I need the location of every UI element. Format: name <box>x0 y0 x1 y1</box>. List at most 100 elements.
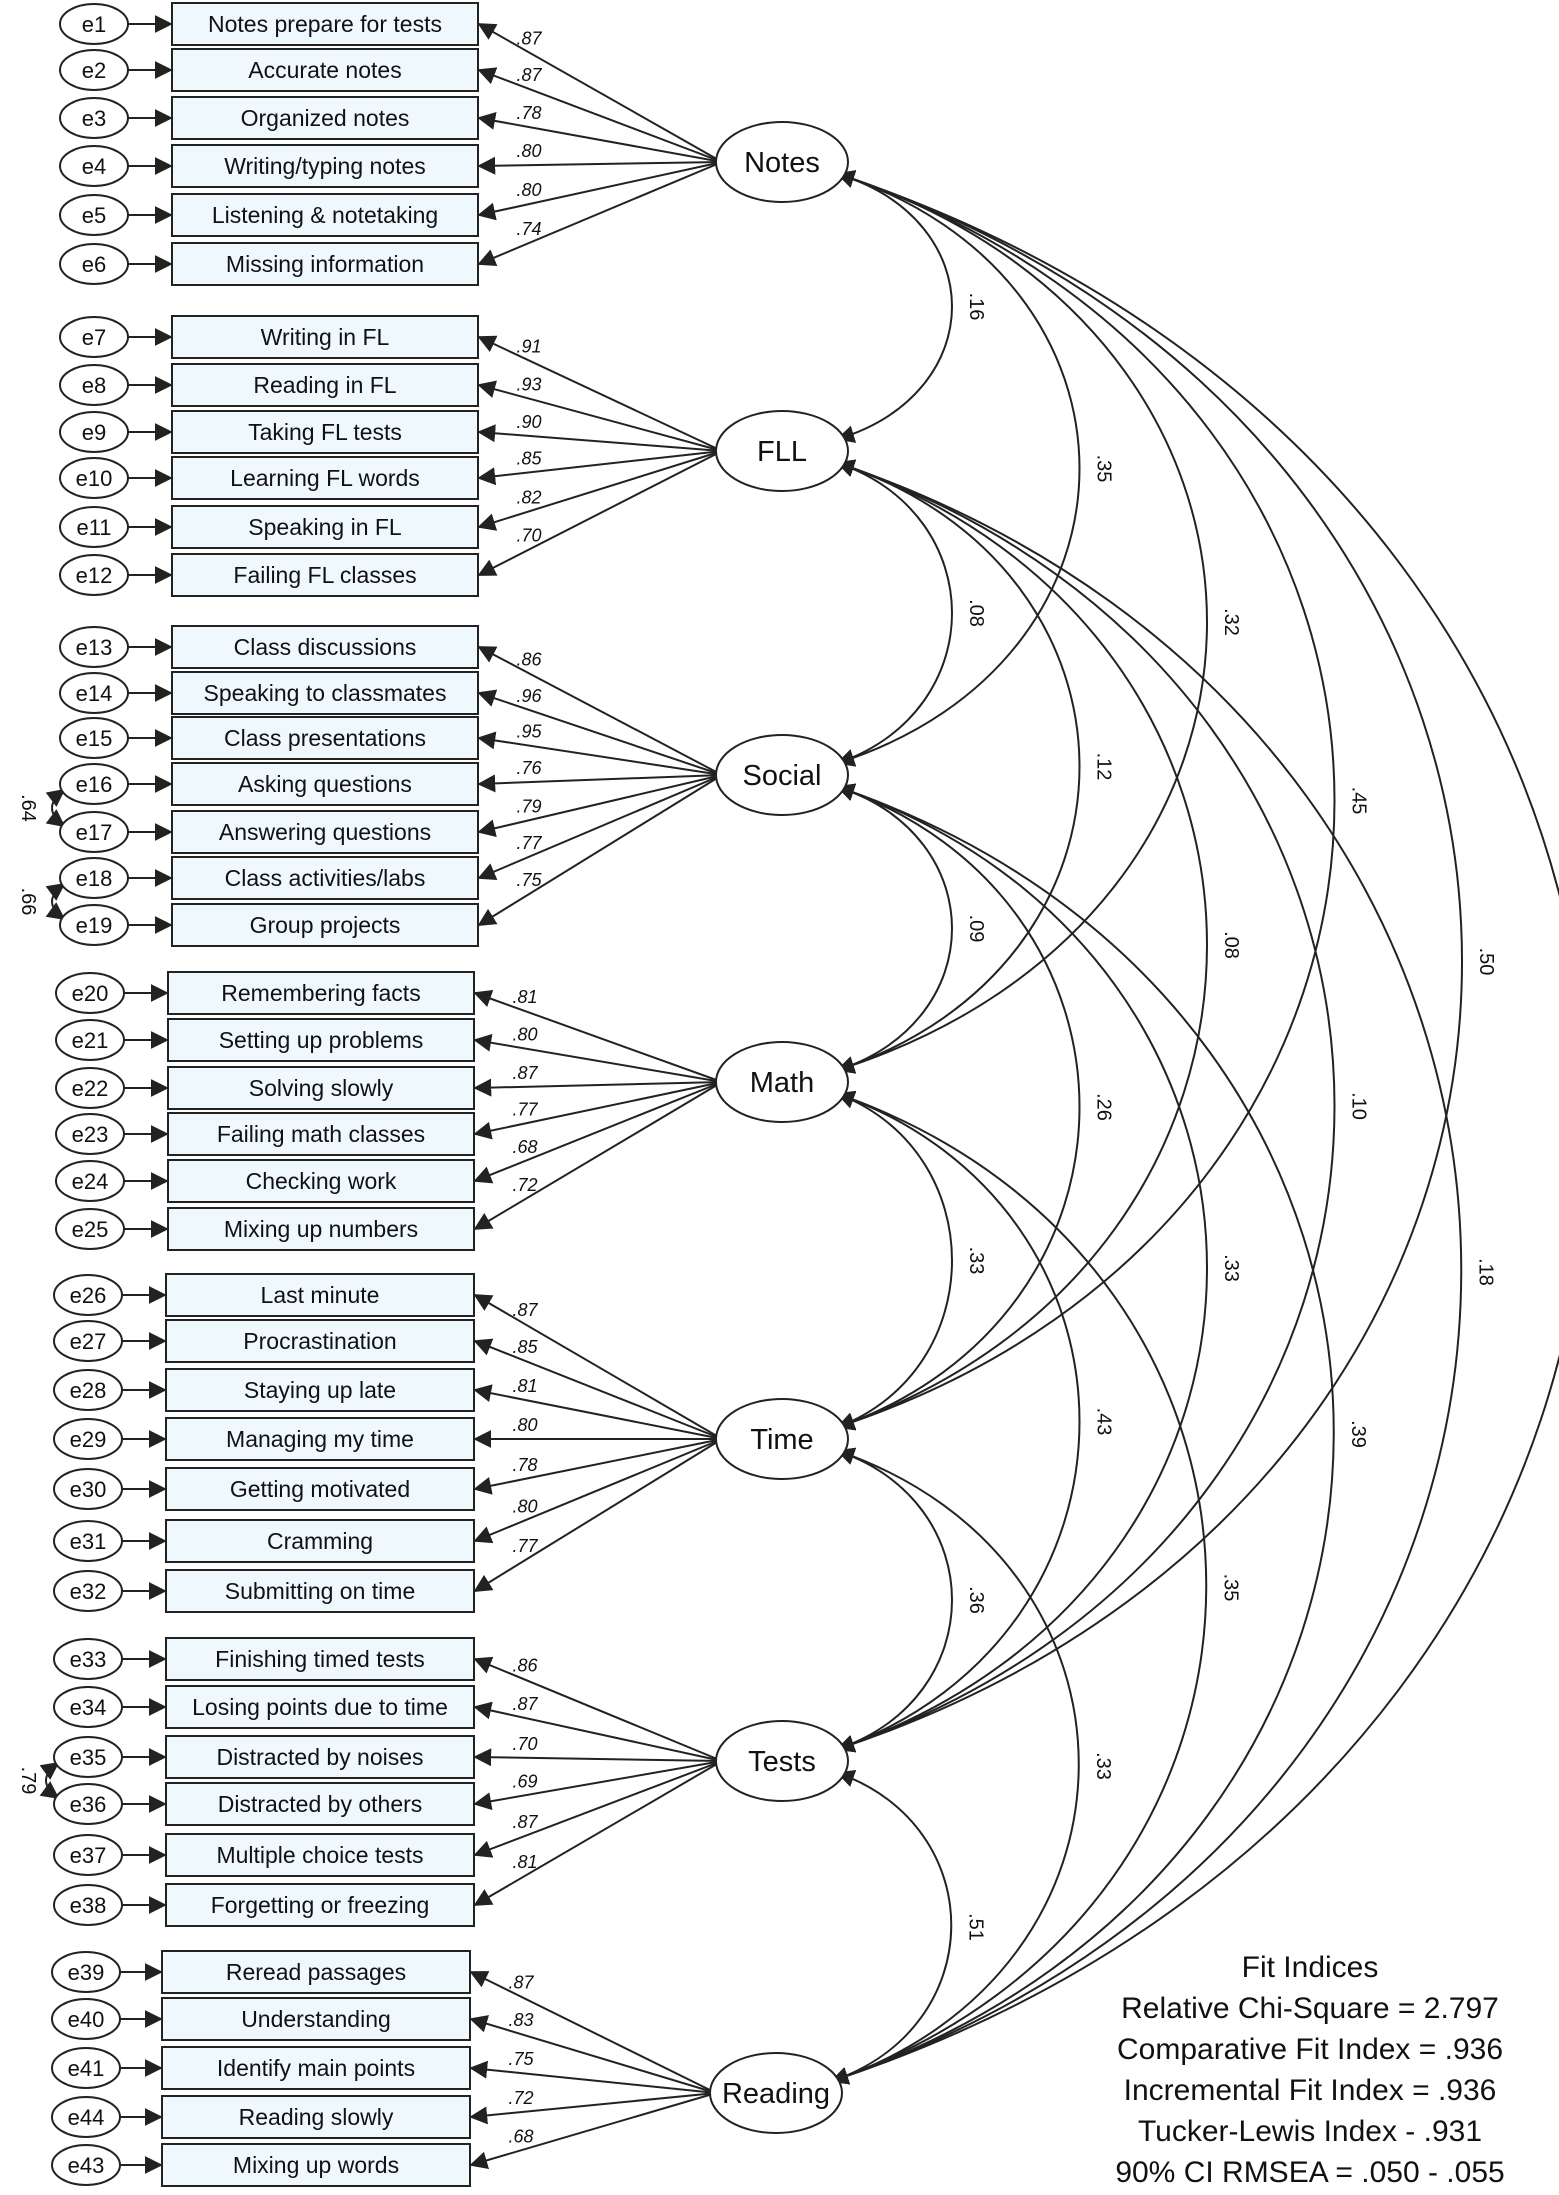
item-label-e13: Class discussions <box>234 634 417 660</box>
error-node-e33 <box>53 1638 123 1680</box>
error-label-e19: e19 <box>76 913 113 938</box>
item-box-e3 <box>171 96 479 140</box>
error-label-e17: e17 <box>76 820 113 845</box>
error-label-e27: e27 <box>70 1329 107 1354</box>
error-label-e13: e13 <box>76 635 113 660</box>
fit-index-ifi: Incremental Fit Index = .936 <box>1124 2074 1497 2107</box>
error-node-e13 <box>59 626 129 668</box>
covariance-arc-e35-e36 <box>39 1761 60 1800</box>
correlation-value-social-tests: .33 <box>1220 1254 1242 1282</box>
loading-value-e7: .91 <box>516 336 541 356</box>
item-label-e10: Learning FL words <box>230 465 420 491</box>
loading-value-e26: .87 <box>512 1300 538 1320</box>
error-node-e27 <box>53 1320 123 1362</box>
loading-path-e8 <box>477 380 723 452</box>
correlation-value-fll-tests: .10 <box>1348 1092 1370 1120</box>
item-label-e30: Getting motivated <box>230 1476 410 1502</box>
item-label-e8: Reading in FL <box>253 372 396 398</box>
error-node-e8 <box>59 364 129 406</box>
item-box-e26 <box>165 1273 475 1317</box>
error-node-e20 <box>55 972 125 1014</box>
loading-path-e44 <box>469 2092 717 2125</box>
item-label-e39: Reread passages <box>226 1959 406 1985</box>
error-label-e38: e38 <box>70 1893 107 1918</box>
loading-value-e22: .87 <box>512 1063 538 1083</box>
item-label-e44: Reading slowly <box>239 2104 394 2130</box>
item-label-e29: Managing my time <box>226 1426 414 1452</box>
item-box-e10 <box>171 456 479 500</box>
item-box-e12 <box>171 553 479 597</box>
loading-value-e34: .87 <box>512 1694 538 1714</box>
loading-value-e25: .72 <box>512 1175 537 1195</box>
error-node-e29 <box>53 1418 123 1460</box>
error-label-e41: e41 <box>68 2056 105 2081</box>
item-box-e20 <box>167 971 475 1015</box>
correlation-value-math-time: .33 <box>965 1247 987 1275</box>
item-label-e1: Notes prepare for tests <box>208 11 442 37</box>
covariance-arc-e18-e19 <box>45 882 66 921</box>
loading-path-e36 <box>473 1760 723 1811</box>
correlation-arc-tests-reading <box>830 1769 953 2085</box>
error-node-e12 <box>59 554 129 596</box>
item-box-e7 <box>171 315 479 359</box>
loading-value-e19: .75 <box>516 870 542 890</box>
factor-node-fll <box>715 410 849 492</box>
item-box-e6 <box>171 242 479 286</box>
loading-path-e25 <box>473 1081 723 1230</box>
item-box-e11 <box>171 505 479 549</box>
item-label-e38: Forgetting or freezing <box>211 1892 430 1918</box>
correlation-arc-notes-fll <box>836 170 953 443</box>
item-label-e23: Failing math classes <box>217 1121 425 1147</box>
correlation-arc-time-reading <box>830 1447 1080 2085</box>
loading-value-e1: .87 <box>516 28 542 48</box>
error-label-e7: e7 <box>82 325 106 350</box>
item-box-e24 <box>167 1159 475 1203</box>
correlation-value-fll-math: .12 <box>1093 753 1115 781</box>
loading-path-e37 <box>473 1760 723 1858</box>
item-label-e5: Listening & notetaking <box>212 202 438 228</box>
correlation-value-math-tests: .43 <box>1093 1408 1115 1436</box>
item-label-e15: Class presentations <box>224 725 426 751</box>
loading-path-e3 <box>477 112 723 163</box>
loading-path-e11 <box>477 450 723 531</box>
correlation-value-notes-math: .32 <box>1220 608 1242 636</box>
error-node-e14 <box>59 672 129 714</box>
correlation-arc-notes-math <box>836 170 1208 1074</box>
error-node-e19 <box>59 904 129 946</box>
fit-index-cfi: Comparative Fit Index = .936 <box>1117 2033 1503 2066</box>
correlation-arc-social-math <box>836 783 953 1074</box>
error-node-e24 <box>55 1160 125 1202</box>
error-node-e44 <box>51 2096 121 2138</box>
loading-value-e10: .85 <box>516 448 542 468</box>
loading-value-e5: .80 <box>516 180 541 200</box>
factor-label-math: Math <box>750 1067 814 1099</box>
item-box-e29 <box>165 1417 475 1461</box>
loading-value-e27: .85 <box>512 1337 538 1357</box>
loading-path-e2 <box>477 67 723 163</box>
error-node-e36 <box>53 1783 123 1825</box>
error-label-e6: e6 <box>82 252 106 277</box>
item-label-e28: Staying up late <box>244 1377 396 1403</box>
item-box-e36 <box>165 1782 475 1826</box>
correlation-arc-fll-time <box>836 459 1208 1431</box>
error-node-e5 <box>59 194 129 236</box>
error-label-e20: e20 <box>72 981 109 1006</box>
item-box-e23 <box>167 1112 475 1156</box>
error-label-e2: e2 <box>82 58 106 83</box>
loading-value-e40: .83 <box>508 2010 533 2030</box>
error-node-e30 <box>53 1468 123 1510</box>
loading-value-e24: .68 <box>512 1137 537 1157</box>
loading-value-e32: .77 <box>512 1536 538 1556</box>
item-label-e7: Writing in FL <box>261 324 390 350</box>
item-label-e43: Mixing up words <box>233 2152 399 2178</box>
error-label-e26: e26 <box>70 1283 107 1308</box>
loading-value-e16: .76 <box>516 758 542 778</box>
loading-path-e32 <box>473 1438 723 1592</box>
loading-value-e2: .87 <box>516 65 542 85</box>
loading-value-e35: .70 <box>512 1734 537 1754</box>
item-box-e34 <box>165 1685 475 1729</box>
error-label-e29: e29 <box>70 1427 107 1452</box>
error-label-e1: e1 <box>82 12 106 37</box>
loading-value-e12: .70 <box>516 525 541 545</box>
item-label-e14: Speaking to classmates <box>204 680 447 706</box>
